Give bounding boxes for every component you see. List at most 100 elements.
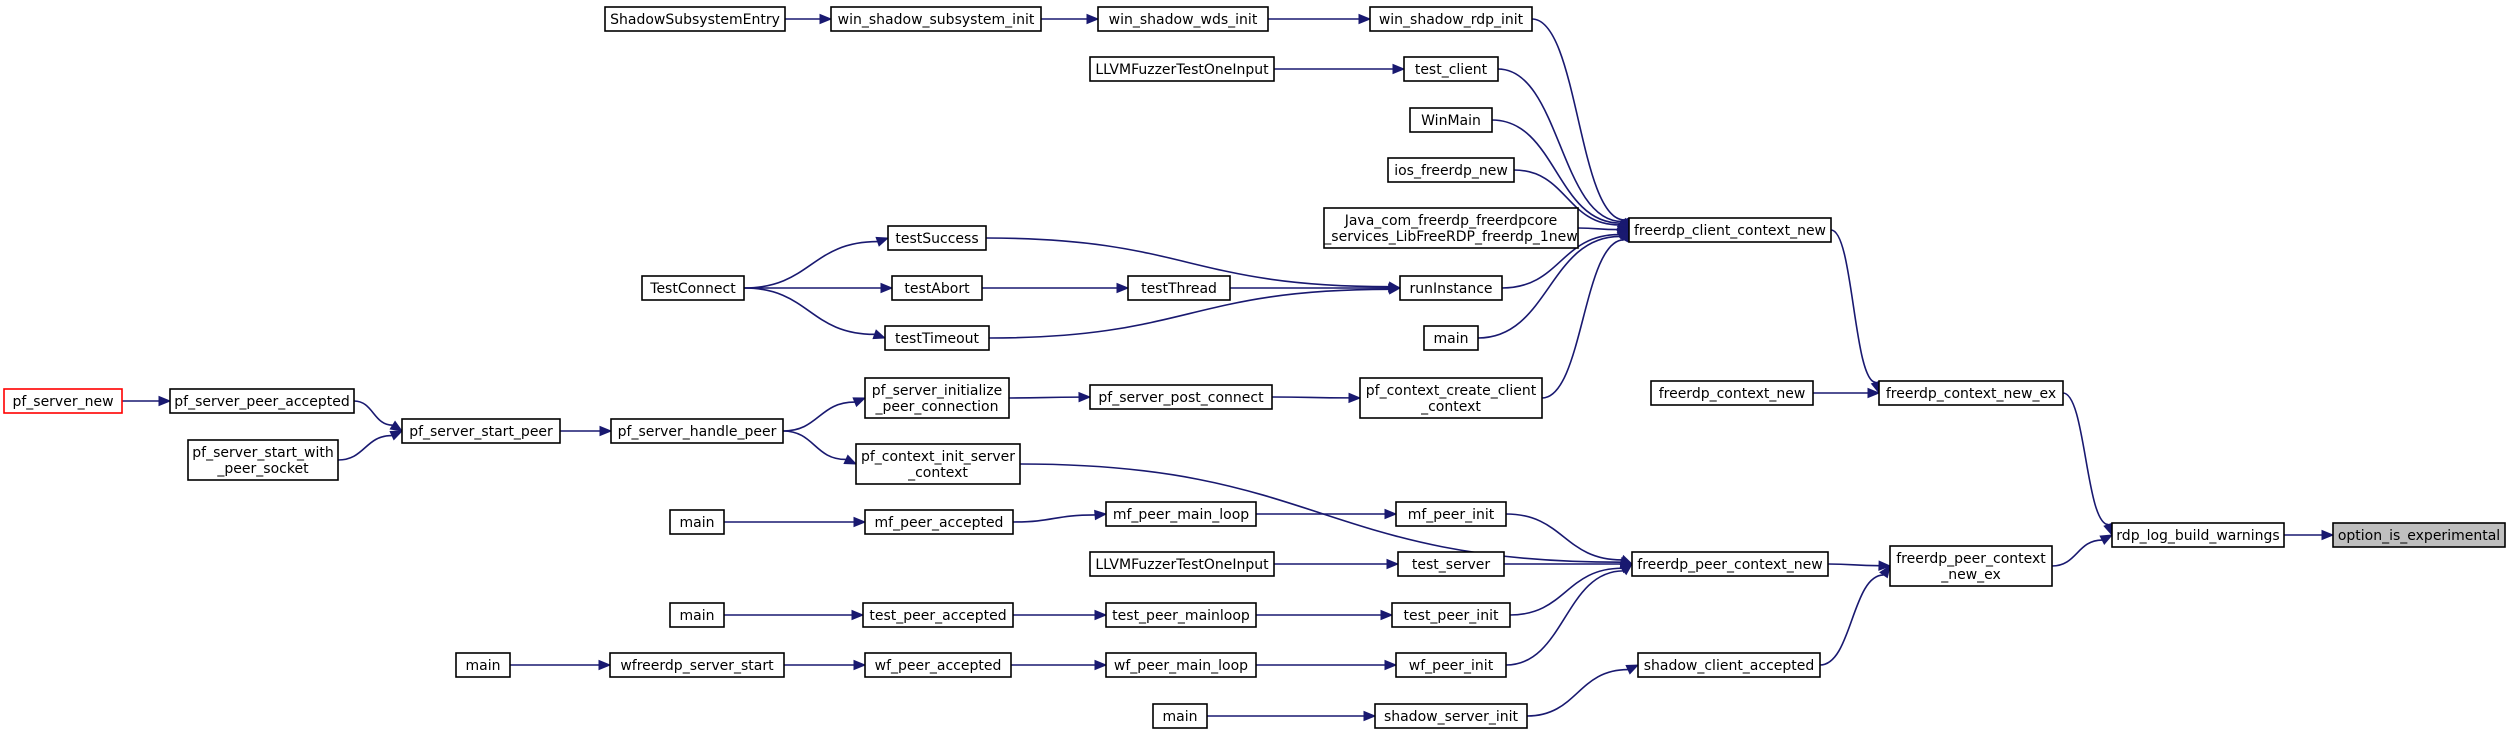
node-wf-peer-main-loop[interactable]: wf_peer_main_loop (1105, 652, 1257, 678)
node-label: pf_server_initialize (872, 383, 1002, 399)
node-label: LLVMFuzzerTestOneInput (1095, 557, 1269, 573)
node-main-5[interactable]: main (1152, 703, 1208, 729)
node-label: pf_server_start_with (192, 445, 333, 461)
node-wfreerdp-server-start[interactable]: wfreerdp_server_start (609, 652, 785, 678)
edge-sse-to-wsub (785, 13, 833, 25)
node-pf-server-peer-accepted[interactable]: pf_server_peer_accepted (169, 388, 355, 414)
edge-pfsock-to-pfstart (337, 430, 404, 461)
node-freerdp-context-new[interactable]: freerdp_context_new (1650, 380, 1814, 406)
node-mf-peer-main-loop[interactable]: mf_peer_main_loop (1105, 501, 1257, 527)
node-label: _peer_socket (216, 461, 309, 477)
node-label: testSuccess (895, 231, 978, 247)
node-label: freerdp_context_new (1659, 386, 1806, 402)
node-label: freerdp_peer_context_new (1637, 557, 1822, 573)
node-label: ShadowSubsystemEntry (610, 12, 780, 28)
edge-pfhand-to-pfcinit (782, 430, 858, 465)
node-label: _new_ex (1940, 567, 2001, 583)
edge-wfinit-to-peernew (1505, 563, 1634, 666)
node-java-com-freerdp-freerdpcore-services-libfreerdp-freerdp-1new[interactable]: Java_com_freerdp_freerdpcore_services_Li… (1323, 207, 1579, 249)
node-pf-server-new[interactable]: pf_server_new (3, 388, 123, 414)
node-label: freerdp_client_context_new (1634, 223, 1826, 239)
edge-main3-to-tpacc (723, 609, 865, 621)
edge-wwds-to-wrdp (1268, 13, 1372, 25)
edge-wfstart-to-wfacc (784, 659, 867, 671)
node-test-server[interactable]: test_server (1397, 551, 1505, 577)
node-label: mf_peer_main_loop (1113, 507, 1249, 523)
node-pf-server-start-peer[interactable]: pf_server_start_peer (401, 418, 561, 444)
node-test-peer-mainloop[interactable]: test_peer_mainloop (1105, 602, 1257, 628)
node-option-is-experimental[interactable]: option_is_experimental (2332, 522, 2506, 548)
node-testsuccess[interactable]: testSuccess (887, 225, 987, 251)
edge-shsinit-to-shacc (1526, 664, 1640, 717)
node-label: _services_LibFreeRDP_freerdp_1new (1323, 229, 1577, 245)
node-pf-server-handle-peer[interactable]: pf_server_handle_peer (610, 418, 784, 444)
node-label: win_shadow_subsystem_init (838, 12, 1035, 28)
node-label: pf_server_new (12, 394, 113, 410)
edge-llvm2-to-tserver (1273, 558, 1400, 570)
node-testabort[interactable]: testAbort (891, 275, 983, 301)
edge-tabort-to-tthread (982, 282, 1130, 294)
node-pf-context-init-server-context[interactable]: pf_context_init_server_context (855, 443, 1021, 485)
node-pf-server-post-connect[interactable]: pf_server_post_connect (1089, 384, 1273, 410)
edge-pfinit-to-pfpost (1008, 391, 1092, 403)
node-freerdp-peer-context-new[interactable]: freerdp_peer_context_new (1631, 551, 1829, 577)
node-llvmfuzzertestoneinput-1[interactable]: LLVMFuzzerTestOneInput (1089, 56, 1275, 82)
node-label: wfreerdp_server_start (620, 658, 774, 674)
node-main-1[interactable]: main (1423, 325, 1479, 351)
node-pf-server-start-with-peer-socket[interactable]: pf_server_start_with_peer_socket (187, 439, 339, 481)
node-label: win_shadow_wds_init (1109, 12, 1258, 28)
node-main-3[interactable]: main (669, 602, 725, 628)
node-runinstance[interactable]: runInstance (1399, 275, 1503, 301)
node-shadow-client-accepted[interactable]: shadow_client_accepted (1637, 652, 1821, 678)
edge-tconn-to-tsucc (743, 236, 890, 289)
nodes-layer: option_is_experimental rdp_log_build_warn… (3, 6, 2506, 729)
edge-client-to-ctxex (1830, 229, 1881, 395)
node-label: _context (1420, 399, 1481, 415)
edges-layer (122, 13, 2335, 722)
node-label: testAbort (904, 281, 970, 297)
node-rdp-log-build-warnings[interactable]: rdp_log_build_warnings (2111, 522, 2285, 548)
node-ios-freerdp-new[interactable]: ios_freerdp_new (1387, 157, 1515, 183)
node-label: testThread (1141, 281, 1217, 297)
edge-mfinit-to-peernew (1505, 513, 1634, 565)
node-winmain[interactable]: WinMain (1409, 107, 1493, 133)
edge-mfloop-to-mfinit (1255, 508, 1398, 520)
node-shadowsubsystementry[interactable]: ShadowSubsystemEntry (604, 6, 786, 32)
node-win-shadow-wds-init[interactable]: win_shadow_wds_init (1097, 6, 1269, 32)
node-pf-server-initialize-peer-connection[interactable]: pf_server_initialize_peer_connection (864, 377, 1010, 419)
node-freerdp-peer-context-new-ex[interactable]: freerdp_peer_context_new_ex (1889, 545, 2053, 587)
node-win-shadow-subsystem-init[interactable]: win_shadow_subsystem_init (830, 6, 1042, 32)
node-test-client[interactable]: test_client (1403, 56, 1499, 82)
node-main-2[interactable]: main (669, 509, 725, 535)
edge-main5-to-shsinit (1207, 710, 1377, 722)
edge-tclient-to-client (1497, 68, 1630, 232)
node-main-4[interactable]: main (455, 652, 511, 678)
node-freerdp-client-context-new[interactable]: freerdp_client_context_new (1628, 217, 1832, 243)
node-wf-peer-accepted[interactable]: wf_peer_accepted (864, 652, 1012, 678)
node-wf-peer-init[interactable]: wf_peer_init (1395, 652, 1507, 678)
node-test-peer-accepted[interactable]: test_peer_accepted (862, 602, 1014, 628)
node-label: _peer_connection (874, 399, 998, 415)
node-test-peer-init[interactable]: test_peer_init (1391, 602, 1511, 628)
node-pf-context-create-client-context[interactable]: pf_context_create_client_context (1359, 377, 1543, 419)
edge-rdplog-to-root (2284, 529, 2335, 541)
node-win-shadow-rdp-init[interactable]: win_shadow_rdp_init (1369, 6, 1533, 32)
node-mf-peer-init[interactable]: mf_peer_init (1395, 501, 1507, 527)
node-label: ios_freerdp_new (1394, 163, 1508, 179)
node-label: pf_server_handle_peer (618, 424, 777, 440)
node-label: main (680, 608, 715, 624)
node-shadow-server-init[interactable]: shadow_server_init (1374, 703, 1528, 729)
node-llvmfuzzertestoneinput-2[interactable]: LLVMFuzzerTestOneInput (1089, 551, 1275, 577)
edge-shacc-to-peerex (1819, 564, 1891, 666)
node-label: option_is_experimental (2338, 528, 2500, 544)
node-label: mf_peer_init (1408, 507, 1495, 523)
node-freerdp-context-new-ex[interactable]: freerdp_context_new_ex (1878, 380, 2064, 406)
edge-pfstart-to-pfhand (560, 425, 613, 437)
node-testconnect[interactable]: TestConnect (641, 275, 745, 301)
node-label: test_server (1412, 557, 1490, 573)
node-testthread[interactable]: testThread (1127, 275, 1231, 301)
node-label: pf_server_peer_accepted (174, 394, 349, 410)
node-mf-peer-accepted[interactable]: mf_peer_accepted (864, 509, 1014, 535)
node-testtimeout[interactable]: testTimeout (884, 325, 990, 351)
edge-wsub-to-wwds (1041, 13, 1100, 25)
